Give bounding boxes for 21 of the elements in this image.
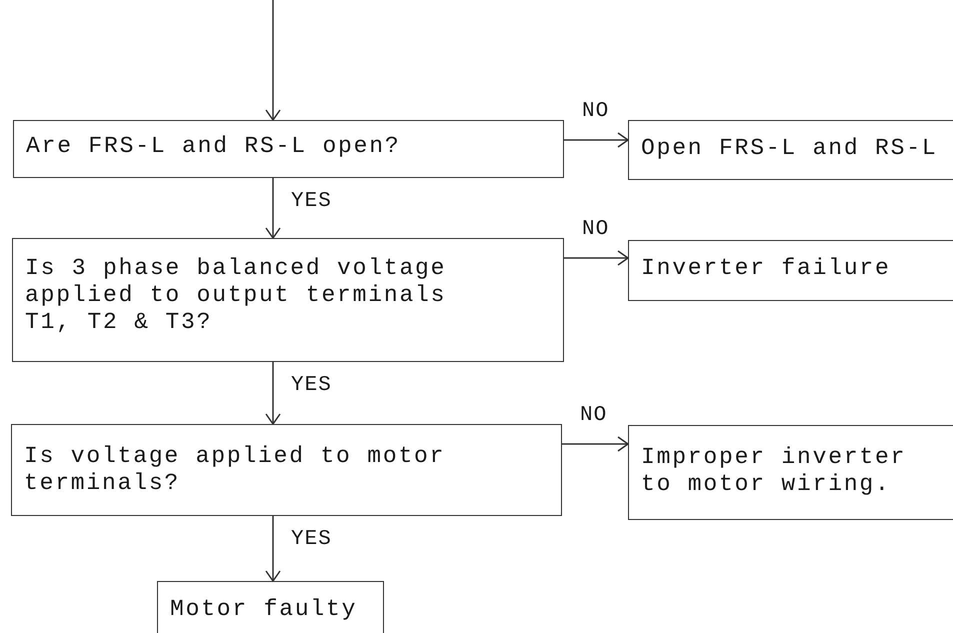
decision-box: [11, 424, 562, 516]
arrow: [564, 132, 629, 148]
node-text: Is voltage applied to motor terminals?: [24, 443, 446, 497]
node-text: Open FRS-L and RS-L: [641, 135, 938, 162]
process-box: [628, 120, 953, 180]
process-box: [157, 581, 384, 633]
decision-box: [13, 120, 564, 178]
node-text: Is 3 phase balanced voltage applied to output terminals T1, T2 & T3?: [25, 255, 448, 336]
arrow: [265, 178, 281, 239]
arrow: [265, 0, 281, 121]
node-text: Are FRS-L and RS-L open?: [26, 133, 402, 160]
arrow: [265, 362, 281, 425]
node-text: Improper inverter to motor wiring.: [641, 444, 908, 498]
process-box: [628, 425, 953, 520]
node-text: Inverter failure: [641, 255, 892, 282]
arrow: [265, 516, 281, 582]
arrow: [562, 436, 629, 452]
node-text: Motor faulty: [170, 596, 358, 623]
decision-box: [12, 238, 564, 362]
process-box: [628, 240, 953, 301]
arrow: [564, 250, 629, 266]
